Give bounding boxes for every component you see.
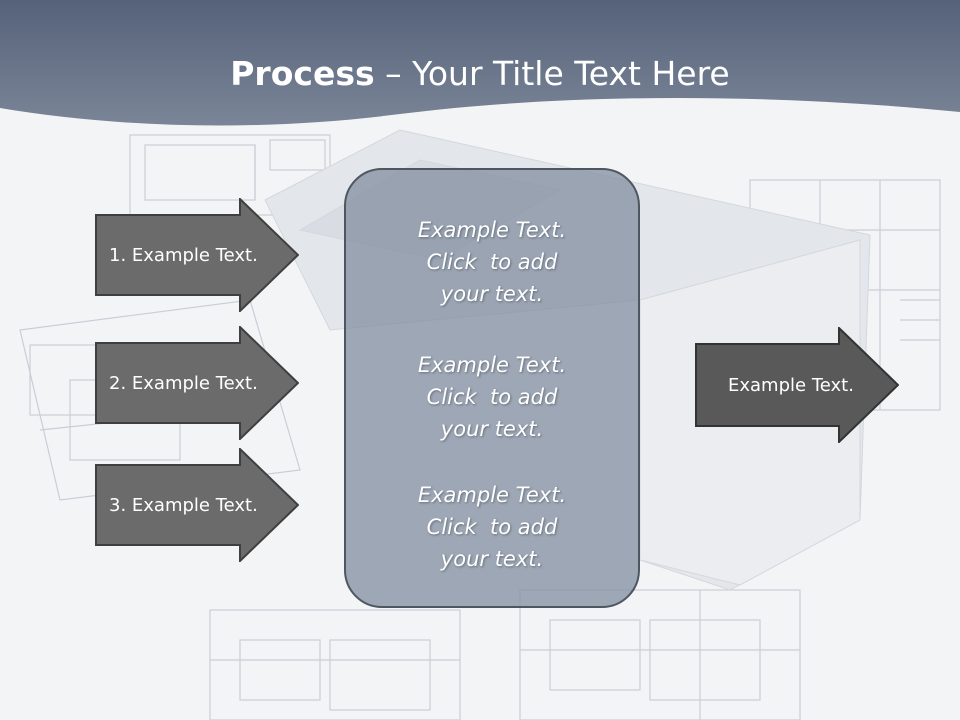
block-line: Click to add xyxy=(426,385,558,409)
arrow-shape xyxy=(95,198,299,312)
block-line: Example Text. xyxy=(417,218,567,242)
title-rest-part: – Your Title Text Here xyxy=(374,54,730,93)
center-text-block-2: Example Text. Click to add your text. xyxy=(346,349,638,445)
arrow-step-2[interactable]: 2. Example Text. xyxy=(95,326,299,440)
arrow-step-1-label: 1. Example Text. xyxy=(109,244,258,266)
arrow-result[interactable]: Example Text. xyxy=(695,327,899,443)
block-line: Example Text. xyxy=(417,353,567,377)
arrow-shape xyxy=(95,448,299,562)
header-band xyxy=(0,0,960,126)
arrow-shape xyxy=(695,327,899,443)
block-line: your text. xyxy=(440,282,544,306)
center-text-block-3: Example Text. Click to add your text. xyxy=(346,479,638,575)
title-bold-part: Process xyxy=(230,54,375,93)
block-line: your text. xyxy=(440,547,544,571)
arrow-result-label: Example Text. xyxy=(728,374,854,396)
arrow-step-3-label: 3. Example Text. xyxy=(109,494,258,516)
arrow-step-2-label: 2. Example Text. xyxy=(109,372,258,394)
center-text-box[interactable]: Example Text. Click to add your text. Ex… xyxy=(344,168,640,608)
arrow-shape xyxy=(95,326,299,440)
block-line: Example Text. xyxy=(417,483,567,507)
slide-title: Process – Your Title Text Here xyxy=(0,52,960,96)
arrow-step-3[interactable]: 3. Example Text. xyxy=(95,448,299,562)
arrow-step-1[interactable]: 1. Example Text. xyxy=(95,198,299,312)
block-line: Click to add xyxy=(426,515,558,539)
block-line: Click to add xyxy=(426,250,558,274)
block-line: your text. xyxy=(440,417,544,441)
center-text-block-1: Example Text. Click to add your text. xyxy=(346,214,638,310)
